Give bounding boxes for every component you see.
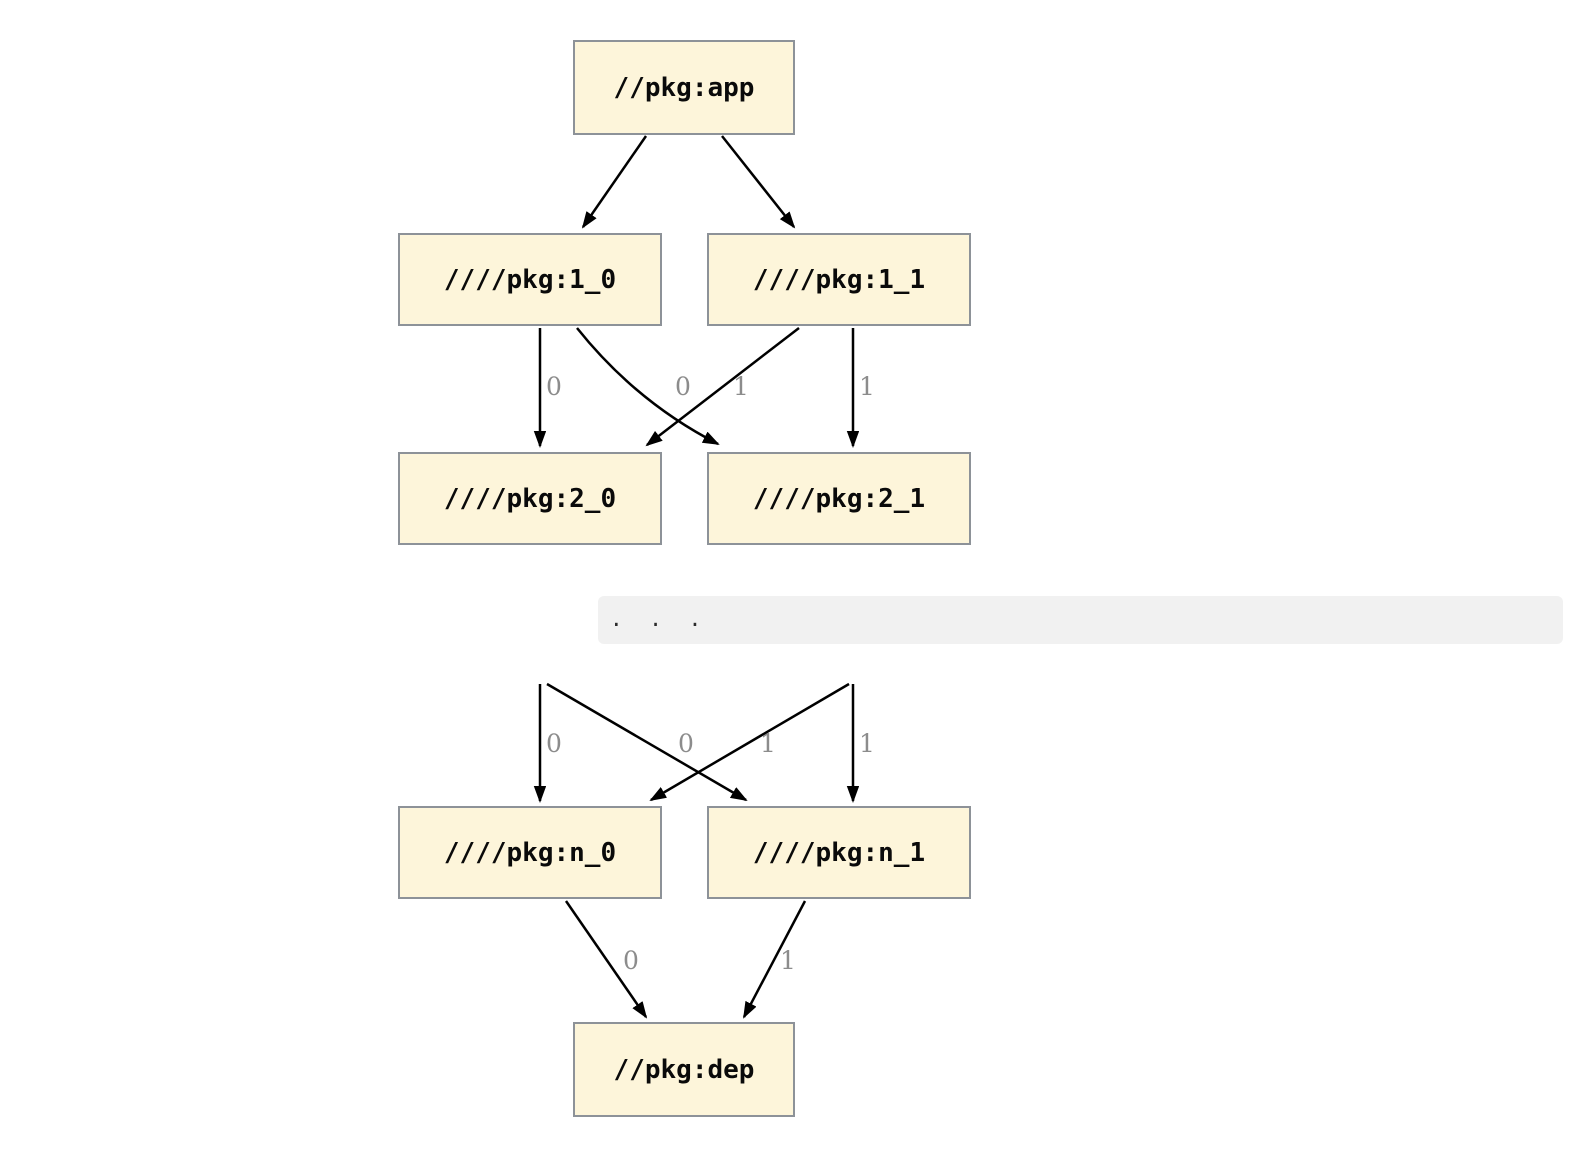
edge-app-to-1_0 <box>583 135 648 227</box>
node-pkg-n_1: ////pkg:n_1 <box>707 806 971 899</box>
edge-label-stub-n_1-mid: 1 <box>760 729 776 758</box>
edge-n_0-to-dep <box>564 900 646 1017</box>
edge-label-stub-n_0-mid: 0 <box>678 729 694 758</box>
edge-1_0-to-2_1 <box>576 327 718 446</box>
ellipsis-dots: . . . <box>610 606 709 631</box>
edge-label-1_1-2_1: 1 <box>859 372 875 401</box>
node-pkg-1_1: ////pkg:1_1 <box>707 233 971 326</box>
edge-app-to-1_1 <box>721 135 794 227</box>
node-pkg-app: //pkg:app <box>573 40 795 135</box>
edge-label-1_0-2_1: 1 <box>733 372 749 401</box>
edge-n_1-to-dep <box>742 900 807 1017</box>
node-pkg-2_1: ////pkg:2_1 <box>707 452 971 545</box>
edge-label-1_1-2_0: 0 <box>675 372 691 401</box>
edge-label-stub-n_1-right: 1 <box>859 729 875 758</box>
edge-label-stub-n_0-left: 0 <box>546 729 562 758</box>
node-pkg-dep: //pkg:dep <box>573 1022 795 1117</box>
edge-stub1-to-n_0 <box>651 682 850 802</box>
node-pkg-n_0: ////pkg:n_0 <box>398 806 662 899</box>
node-pkg-1_0: ////pkg:1_0 <box>398 233 662 326</box>
ellipsis-band: . . . <box>598 596 1563 644</box>
node-pkg-2_0: ////pkg:2_0 <box>398 452 662 545</box>
edge-label-n_0-dep: 0 <box>623 946 639 975</box>
edge-stub0-to-n_1 <box>546 682 746 802</box>
edge-label-n_1-dep: 1 <box>780 946 796 975</box>
edge-label-1_0-2_0: 0 <box>546 372 562 401</box>
edge-1_1-to-2_0 <box>647 327 800 445</box>
